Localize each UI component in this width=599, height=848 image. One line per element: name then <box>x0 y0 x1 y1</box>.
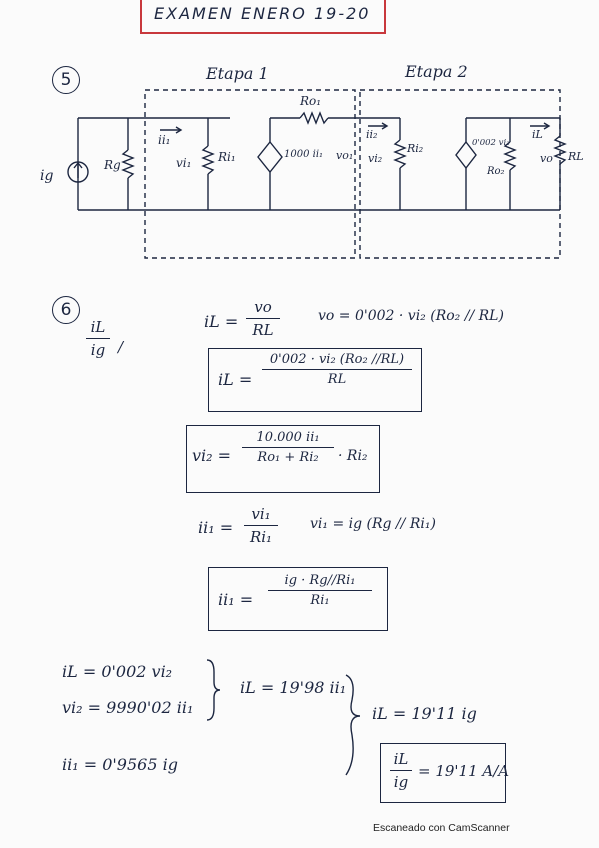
final-den: ig <box>393 773 409 791</box>
final-ratio: iL ig <box>390 750 412 791</box>
eq4-frac: vi₁ Ri₁ <box>244 505 278 546</box>
eq1-num: vo <box>254 298 272 316</box>
label-vi2: vi₂ <box>368 152 383 165</box>
stage2-label: Etapa 2 <box>405 62 468 81</box>
label-vo: vo <box>540 152 553 165</box>
stage1-box <box>144 89 356 259</box>
eq5-num: ig · Rg//Ri₁ <box>284 573 356 588</box>
exam-title: EXAMEN ENERO 19-20 <box>154 4 371 23</box>
label-dep2: 0'002 vi₂ <box>472 138 510 148</box>
stage1-label: Etapa 1 <box>206 64 269 83</box>
eq5-box <box>208 567 388 631</box>
result-ii1: ii₁ = 0'9565 ig <box>62 755 178 774</box>
problem6-number: 6 <box>52 296 80 324</box>
resistor-ri1 <box>201 145 215 175</box>
eq2-frac: 0'002 · vi₂ (Ro₂ //RL) RL <box>262 352 412 387</box>
eq4-lhs: ii₁ = <box>198 518 234 537</box>
eq3-tail: · Ri₂ <box>338 448 368 464</box>
eq2-box <box>208 348 422 412</box>
exam-header-box: EXAMEN ENERO 19-20 <box>140 0 386 34</box>
label-dep1: 1000 ii₁ <box>284 149 324 160</box>
label-vi1: vi₁ <box>176 156 192 170</box>
results-brace-left <box>206 659 221 721</box>
result-il-vi2: iL = 0'002 vi₂ <box>62 662 173 681</box>
resistor-rl <box>553 135 567 165</box>
eq5-lhs: ii₁ = <box>218 590 254 609</box>
resistor-ri2 <box>393 139 407 169</box>
ratio-num: iL <box>90 318 106 336</box>
eq4-extra: vi₁ = ig (Rg // Ri₁) <box>310 516 436 532</box>
eq2-lhs: iL = <box>218 370 253 389</box>
resistor-ro1 <box>299 111 329 125</box>
eq5-den: Ri₁ <box>310 593 330 608</box>
ratio-den: ig <box>90 341 106 359</box>
eq4-num: vi₁ <box>251 505 271 523</box>
label-ii1: ii₁ <box>158 133 171 147</box>
eq3-num: 10.000 ii₁ <box>256 430 320 445</box>
problem5-number: 5 <box>52 66 80 94</box>
eq1-lhs: iL = <box>204 312 239 331</box>
eq5-frac: ig · Rg//Ri₁ Ri₁ <box>268 573 372 608</box>
final-num: iL <box>393 750 409 768</box>
result-il-ii1: iL = 19'98 ii₁ <box>240 678 347 697</box>
dependent-voltage-source-1 <box>257 140 283 174</box>
scanner-watermark: Escaneado con CamScanner <box>373 822 510 834</box>
label-ro1: Ro₁ <box>300 94 322 108</box>
eq2-den: RL <box>327 372 347 387</box>
results-brace-right <box>345 674 361 776</box>
label-vo1: vo₁ <box>336 149 354 162</box>
label-ig: ig <box>40 168 54 184</box>
label-ro2: Ro₂ <box>487 166 505 177</box>
ratio-il-ig: iL ig <box>86 318 110 359</box>
result-il-ig: iL = 19'11 ig <box>372 704 477 723</box>
eq4-den: Ri₁ <box>249 528 273 546</box>
label-rg: Rg <box>104 158 121 172</box>
label-rl: RL <box>568 150 584 163</box>
label-ri1: Ri₁ <box>218 150 236 164</box>
final-value: = 19'11 A/A <box>418 762 510 780</box>
eq3-den: Ro₁ + Ri₂ <box>257 450 319 465</box>
ratio-separator: / <box>118 338 124 356</box>
result-vi2: vi₂ = 9990'02 ii₁ <box>62 698 194 717</box>
label-ri2: Ri₂ <box>407 142 424 155</box>
stage2-box <box>359 89 561 259</box>
eq3-frac: 10.000 ii₁ Ro₁ + Ri₂ <box>242 430 334 465</box>
label-il: iL <box>532 128 543 141</box>
final-result-box <box>380 743 506 803</box>
label-ii2: ii₂ <box>366 128 378 141</box>
eq3-lhs: vi₂ = <box>192 446 232 465</box>
eq1-frac: vo RL <box>246 298 280 339</box>
eq1-den: RL <box>252 321 274 339</box>
eq1-extra: vo = 0'002 · vi₂ (Ro₂ // RL) <box>318 308 504 324</box>
resistor-ro2 <box>503 141 517 171</box>
resistor-rg <box>121 149 135 179</box>
eq3-box <box>186 425 380 493</box>
eq2-num: 0'002 · vi₂ (Ro₂ //RL) <box>269 352 405 367</box>
